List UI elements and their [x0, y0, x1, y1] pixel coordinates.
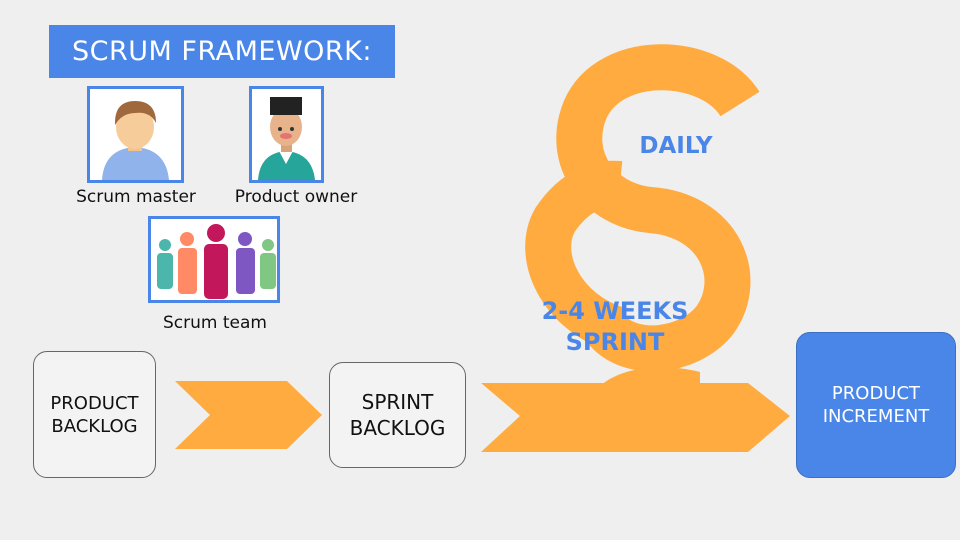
sprint-arrow — [481, 383, 790, 452]
person-icon — [102, 101, 169, 180]
scrum-team-label: Scrum team — [163, 313, 267, 333]
sprint-backlog-box: SPRINT BACKLOG — [329, 362, 466, 468]
daily-loop — [556, 44, 760, 372]
sprint-label: 2-4 WEEKS SPRINT — [520, 296, 710, 358]
scrum-master-label: Scrum master — [76, 187, 196, 207]
product-backlog-box: PRODUCT BACKLOG — [33, 351, 156, 478]
product-increment-line2: INCREMENT — [822, 406, 930, 427]
sprint-backlog-line1: SPRINT — [361, 390, 434, 414]
page-title: SCRUM FRAMEWORK: — [49, 25, 395, 78]
product-backlog-line1: PRODUCT — [50, 392, 139, 414]
team-icon — [157, 224, 276, 299]
scrum-team-avatar — [148, 216, 280, 303]
sprint-label-line2: SPRINT — [565, 328, 665, 356]
product-backlog-line2: BACKLOG — [51, 415, 138, 437]
product-increment-line1: PRODUCT — [831, 383, 921, 404]
sprint-backlog-line2: BACKLOG — [349, 416, 446, 440]
chevron-arrow — [175, 381, 322, 449]
person-icon — [258, 97, 315, 180]
product-owner-label: Product owner — [234, 187, 358, 207]
scrum-master-avatar — [87, 86, 184, 183]
sprint-label-line1: 2-4 WEEKS — [541, 297, 689, 325]
daily-label: DAILY — [639, 133, 713, 159]
product-increment-box: PRODUCT INCREMENT — [796, 332, 956, 478]
product-owner-avatar — [249, 86, 324, 183]
